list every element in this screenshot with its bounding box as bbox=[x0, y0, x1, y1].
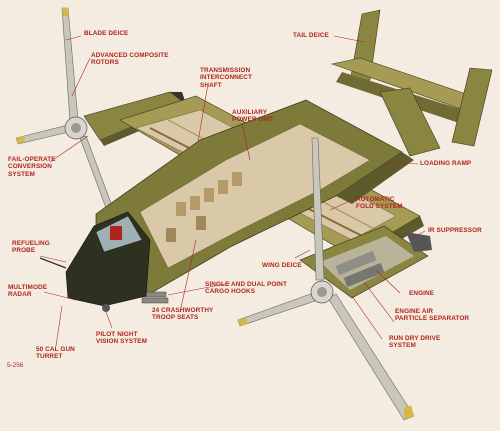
right-nacelle bbox=[299, 225, 432, 299]
fail-operate-conversion-system-label: FAIL-OPERATE CONVERSION SYSTEM bbox=[8, 156, 56, 178]
cargo-hooks-label: SINGLE AND DUAL POINT CARGO HOOKS bbox=[205, 281, 287, 296]
advanced-composite-rotors-label: ADVANCED COMPOSITE ROTORS bbox=[91, 52, 169, 67]
transmission-interconnect-shaft-label: TRANSMISSION INTERCONNECT SHAFT bbox=[200, 67, 252, 89]
leader-lines bbox=[39, 35, 426, 347]
engine-air-particle-separator-label: ENGINE AIR PARTICLE SEPARATOR bbox=[395, 308, 470, 323]
gun-turret-label: 50 CAL GUN TURRET bbox=[36, 346, 75, 361]
left-rotor-blades bbox=[15, 7, 119, 225]
pilot-night-vision-system-label: PILOT NIGHT VISION SYSTEM bbox=[96, 331, 148, 346]
figure-id: 5-256 bbox=[7, 362, 24, 369]
tail-deice-label: TAIL DEICE bbox=[293, 32, 329, 39]
refueling-probe-label: REFUELING PROBE bbox=[12, 240, 50, 255]
blade-deice-label: BLADE DEICE bbox=[84, 30, 129, 37]
multimode-radar-label: MULTIMODE RADAR bbox=[8, 284, 48, 299]
loading-ramp-label: LOADING RAMP bbox=[420, 160, 472, 167]
automatic-fold-system-label: AUTOMATIC FOLD SYSTEM bbox=[356, 196, 403, 211]
nose-cockpit bbox=[39, 211, 151, 312]
auxiliary-power-unit-label: AUXILIARY POWER UNIT bbox=[232, 109, 274, 124]
tail-assembly bbox=[330, 9, 493, 157]
engine-label: ENGINE bbox=[409, 290, 435, 297]
ir-suppressor-label: IR SUPPRESSOR bbox=[428, 227, 482, 234]
right-rotor-blades bbox=[237, 137, 415, 421]
run-dry-drive-system-label: RUN DRY DRIVE SYSTEM bbox=[389, 335, 441, 350]
wing-deice-label: WING DEICE bbox=[262, 262, 302, 269]
troop-seats-label: 24 CRASHWORTHY TROOP SEATS bbox=[152, 307, 214, 322]
